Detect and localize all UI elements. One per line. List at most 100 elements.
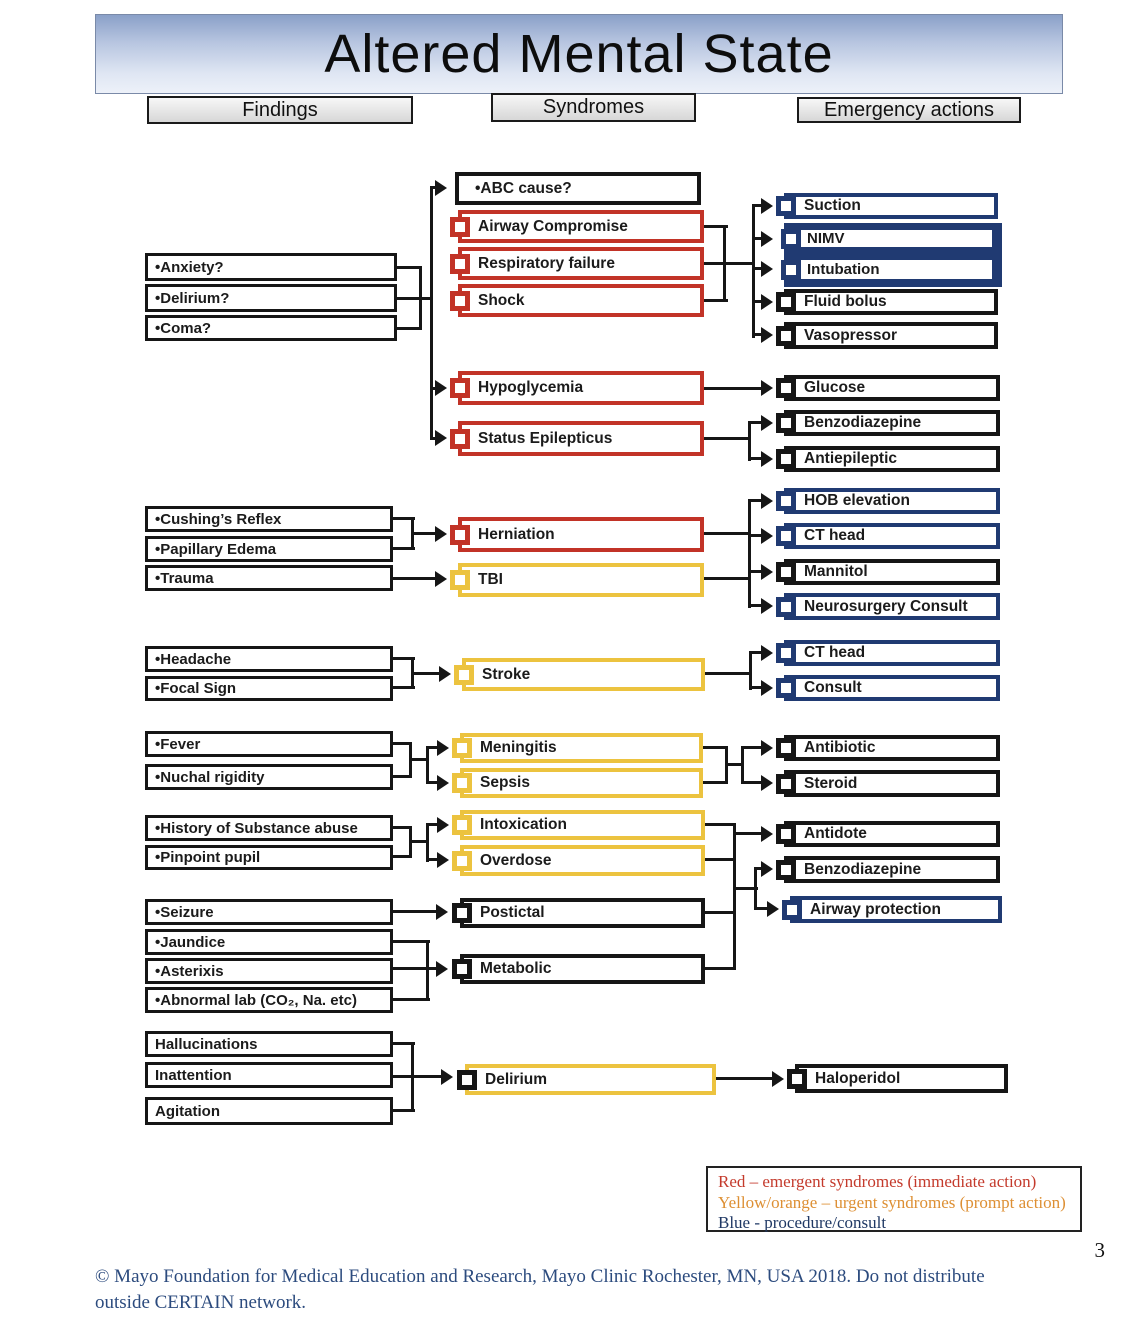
node-label: Inattention [155, 1066, 232, 1084]
arrowhead-icon [761, 231, 773, 247]
arrowhead-icon [437, 775, 449, 791]
column-header-emergency-actions: Emergency actions [797, 97, 1021, 123]
connector-line [392, 940, 430, 943]
tag-square [776, 196, 796, 216]
tag-square [776, 596, 796, 617]
node-label: TBI [478, 571, 503, 588]
connector-line [392, 1075, 442, 1078]
arrowhead-icon [439, 666, 451, 682]
node-label: •Headache [155, 650, 232, 668]
node-label: Delirium [485, 1070, 548, 1088]
node-pinpoint-pupil: •Pinpoint pupil [145, 845, 393, 870]
arrowhead-icon [761, 861, 773, 877]
connector-line [749, 686, 762, 689]
connector-line [733, 832, 762, 835]
arrowhead-icon [761, 493, 773, 509]
node-label: Glucose [804, 379, 866, 396]
tag-square [781, 259, 801, 280]
tag-square [776, 491, 796, 511]
connector-line [704, 577, 751, 580]
connector-line [703, 781, 728, 784]
connector-line [392, 1042, 415, 1045]
arrowhead-icon [437, 817, 449, 833]
connector-line [392, 517, 415, 520]
arrowhead-icon [761, 826, 773, 842]
node-focal-sign: •Focal Sign [145, 676, 393, 701]
node-status-epilepticus: Status Epilepticus [450, 421, 704, 456]
node-label: Neurosurgery Consult [804, 597, 968, 615]
node-label: •Papillary Edema [155, 540, 277, 558]
node-label: Respiratory failure [478, 254, 615, 272]
arrowhead-icon [767, 901, 779, 917]
node-antiepileptic: Antiepileptic [776, 446, 1000, 472]
node-nimv: NIMV [781, 227, 995, 250]
connector-line [426, 858, 438, 861]
node-label: Stroke [482, 665, 531, 683]
connector-line [752, 267, 762, 270]
node-label: Benzodiazepine [804, 414, 922, 431]
tag-square [452, 959, 472, 979]
arrowhead-icon [435, 430, 447, 446]
connector-line [411, 672, 440, 675]
tag-square [450, 570, 470, 590]
column-header-syndromes: Syndromes [491, 93, 696, 122]
node-mannitol: Mannitol [776, 559, 1000, 585]
legend-blue: Blue - procedure/consult [718, 1213, 887, 1233]
connector-line [705, 858, 736, 861]
tag-square [776, 678, 796, 698]
connector-line [749, 651, 762, 654]
arrowhead-icon [761, 528, 773, 544]
tag-square [450, 216, 470, 237]
node-hob-elevation: HOB elevation [776, 488, 1000, 514]
node-label: Status Epilepticus [478, 429, 613, 447]
node-herniation: Herniation [450, 517, 704, 552]
node-label: •Focal Sign [155, 680, 237, 697]
node-airway-compromise: Airway Compromise [450, 210, 704, 243]
arrowhead-icon [761, 451, 773, 467]
legend-red: Red – emergent syndromes (immediate acti… [718, 1172, 1037, 1191]
node-label: Benzodiazepine [804, 860, 922, 878]
connector-line [426, 823, 429, 862]
arrowhead-icon [437, 740, 449, 756]
connector-line [397, 327, 421, 330]
node-overdose: Overdose [452, 845, 705, 876]
connector-line [754, 907, 768, 910]
connector-line [748, 422, 751, 461]
connector-line [426, 940, 429, 1001]
connector-line [411, 1042, 414, 1112]
node-postictal: Postictal [452, 898, 705, 928]
node-label: Postictal [480, 904, 545, 921]
node-label: •History of Substance abuse [155, 819, 358, 837]
connector-line [725, 763, 744, 766]
connector-line [392, 686, 415, 689]
node-delirium: Delirium [457, 1064, 716, 1095]
connector-line [392, 855, 412, 858]
connector-line [703, 746, 728, 749]
column-header-findings: Findings [147, 96, 413, 124]
connector-line [741, 781, 762, 784]
node-steroid: Steroid [776, 770, 1000, 797]
node-ct-head-1: CT head [776, 523, 1000, 549]
connector-line [705, 672, 752, 675]
tag-square [776, 824, 796, 844]
node-label: •Anxiety? [155, 258, 224, 276]
page-number: 3 [1094, 1238, 1106, 1262]
tag-square [450, 378, 470, 398]
node-antidote: Antidote [776, 821, 1000, 847]
arrowhead-icon [761, 775, 773, 791]
tag-square [776, 292, 796, 312]
arrowhead-icon [772, 1071, 784, 1087]
connector-line [704, 532, 751, 535]
connector-line [748, 457, 762, 460]
node-label: •Asterixis [155, 962, 224, 980]
connector-line [392, 910, 437, 913]
connector-line [748, 604, 762, 607]
node-neurosurgery-consult: Neurosurgery Consult [776, 593, 1000, 620]
connector-line [705, 911, 736, 914]
arrowhead-icon [761, 327, 773, 343]
connector-line [426, 746, 438, 749]
page-title: Altered Mental State [95, 14, 1063, 94]
node-fluid-bolus: Fluid bolus [776, 289, 998, 315]
tag-square [452, 738, 472, 758]
arrowhead-icon [436, 904, 448, 920]
